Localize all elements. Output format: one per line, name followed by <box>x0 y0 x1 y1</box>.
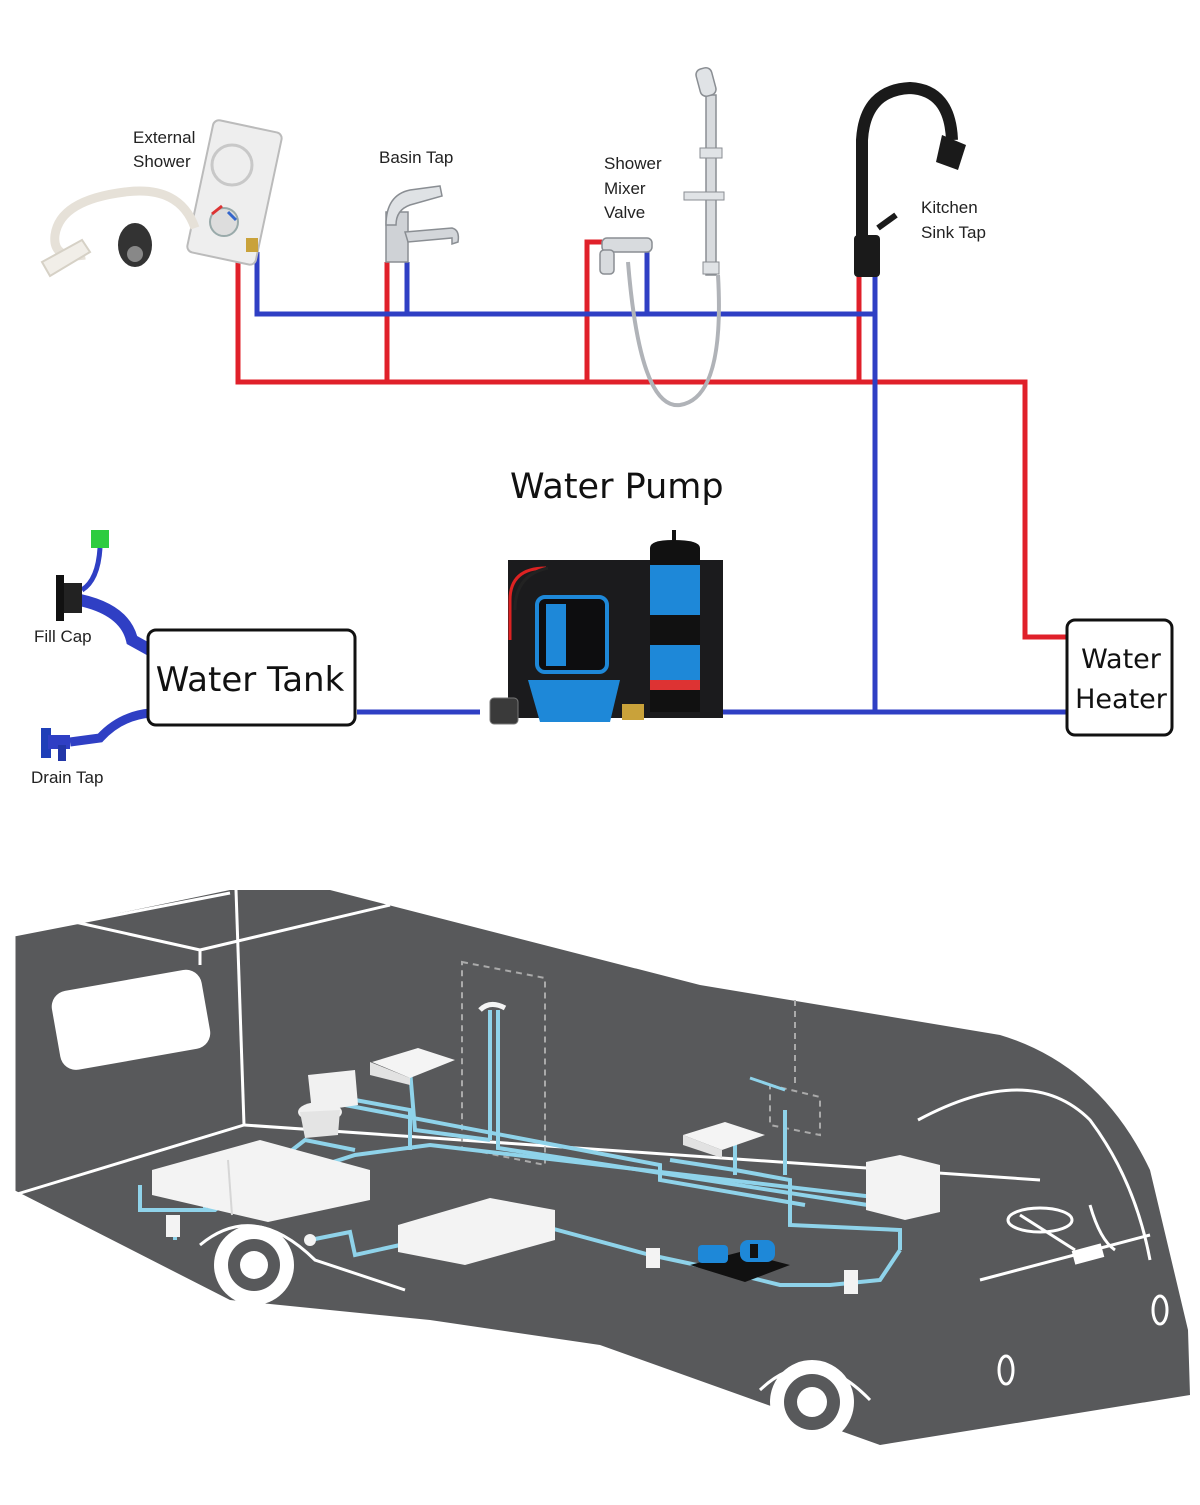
hot-water-pipes <box>235 239 1067 640</box>
external-shower-label-line2: Shower <box>133 152 191 171</box>
rv-shower-head-icon <box>478 1002 507 1012</box>
fill-cap-label: Fill Cap <box>34 627 92 646</box>
shower-mixer-label-line3: Valve <box>604 203 645 222</box>
water-tank-label: Water Tank <box>156 660 345 700</box>
rv-outlines <box>12 889 1152 1402</box>
cold-water-pipes <box>80 252 1067 715</box>
dashboard-box <box>1071 1243 1105 1265</box>
rv-drain-filter-icon <box>166 1215 180 1237</box>
rv-body <box>14 890 1190 1445</box>
rv-kitchen-sink-icon <box>683 1122 765 1150</box>
vent-indicator <box>91 530 109 548</box>
basin-tap-label: Basin Tap <box>379 148 453 167</box>
water-tank-box <box>146 628 357 727</box>
hot-main-pipe <box>235 252 1067 640</box>
drain-tap-label: Drain Tap <box>31 768 103 787</box>
shower-mixer-label-line1: Shower <box>604 154 662 173</box>
external-shower-label-line1: External <box>133 128 195 147</box>
headlight-upper-icon <box>1151 1294 1169 1326</box>
fill-cap-icon <box>56 575 82 621</box>
rv-grey-tank-icon <box>398 1198 555 1265</box>
rv-window <box>51 969 211 1070</box>
kitchen-tap-label-line1: Kitchen <box>921 198 978 217</box>
fill-vent-pipe <box>80 547 103 593</box>
rv-fresh-tank-icon <box>152 1140 370 1222</box>
water-heater-box <box>1065 618 1174 737</box>
water-heater-label-line2: Heater <box>1075 684 1168 715</box>
basin-tap-icon <box>385 185 460 263</box>
dashed-enclosures <box>461 960 821 1167</box>
kitchen-tap-label-line2: Sink Tap <box>921 223 986 242</box>
shower-mixer-icon <box>599 67 725 408</box>
water-pump-title: Water Pump <box>510 467 724 507</box>
steering-wheel-icon <box>1006 1206 1074 1234</box>
drain-hose <box>69 708 151 747</box>
rv-strainer-icon <box>646 1248 660 1268</box>
rv-bathroom-sink-icon <box>372 1048 455 1078</box>
rv-filter-icon <box>844 1270 858 1294</box>
headlight-lower-icon <box>997 1354 1015 1386</box>
fill-hose <box>78 594 153 656</box>
kitchen-tap-icon <box>854 81 966 277</box>
drain-tap-icon <box>41 728 70 761</box>
hot-branch-shower <box>584 239 602 382</box>
rv-rear-wheel <box>214 1225 294 1305</box>
water-heater-label-line1: Water <box>1081 644 1162 675</box>
water-pump-icon <box>489 530 723 725</box>
rv-toilet-icon <box>298 1070 358 1138</box>
shower-mixer-label-line2: Mixer <box>604 179 646 198</box>
rv-water-heater-icon <box>866 1155 940 1220</box>
cold-top-pipe <box>254 252 875 317</box>
rv-water-pump-icon <box>690 1240 790 1282</box>
rv-front-wheel <box>770 1360 854 1444</box>
external-shower-icon <box>40 119 283 278</box>
rv-illustration <box>12 889 1190 1445</box>
